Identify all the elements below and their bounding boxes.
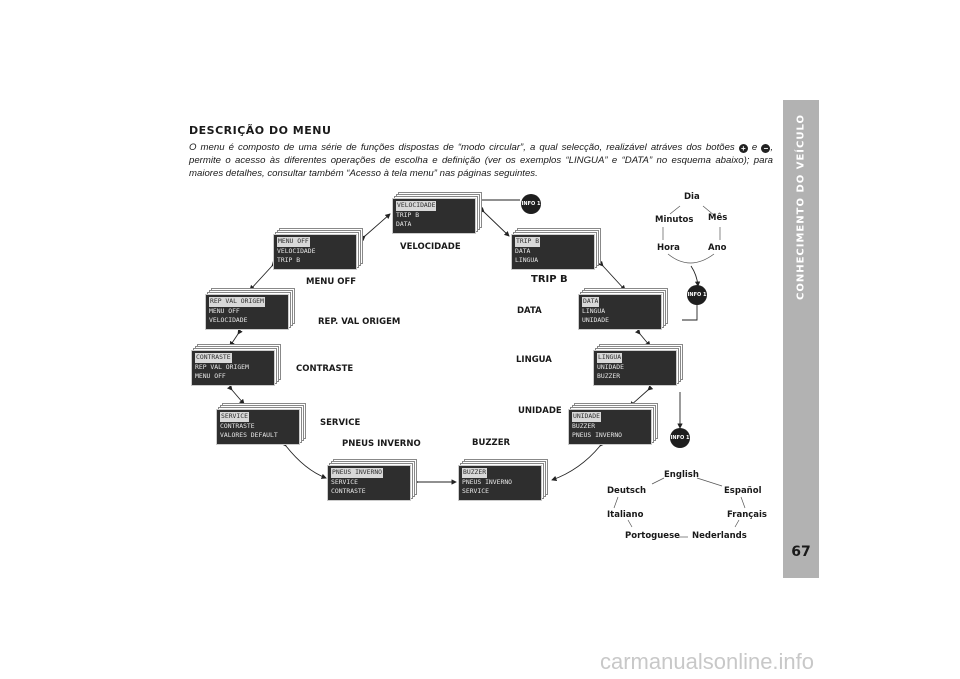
screen-line: VELOCIDADE bbox=[277, 246, 316, 255]
language-francais: Français bbox=[727, 510, 767, 520]
screen-line: MENU OFF bbox=[195, 372, 226, 380]
screen-line-selected: TRIP B bbox=[515, 237, 541, 247]
screen-trip-b: TRIP B DATA LINGUA bbox=[511, 228, 601, 270]
screen-line: UNIDADE bbox=[582, 316, 609, 324]
date-cycle-hora: Hora bbox=[657, 243, 680, 253]
screen-line: VALORES DEFAULT bbox=[220, 431, 278, 439]
minus-button-icon: − bbox=[761, 144, 771, 153]
screen-service: SERVICE CONTRASTE VALORES DEFAULT bbox=[216, 403, 306, 445]
screen-line-selected: LINGUA bbox=[597, 353, 623, 363]
screen-line-selected: SERVICE bbox=[220, 412, 249, 422]
screen-line-selected: BUZZER bbox=[462, 468, 488, 478]
screen-line: SERVICE bbox=[331, 477, 358, 486]
screen-pneus-inverno: PNEUS INVERNO SERVICE CONTRASTE bbox=[327, 459, 417, 501]
sidebar-tab: CONHECIMENTO DO VEÍCULO 67 bbox=[783, 100, 819, 578]
screen-line: CONTRASTE bbox=[331, 487, 366, 495]
info-button-icon: INFO 1 bbox=[687, 285, 707, 305]
screen-line-selected: VELOCIDADE bbox=[396, 201, 437, 211]
screen-data: DATA LINGUA UNIDADE bbox=[578, 288, 668, 330]
label-unidade: UNIDADE bbox=[518, 406, 562, 416]
screen-rep-val-origem: REP VAL ORIGEM MENU OFF VELOCIDADE bbox=[205, 288, 295, 330]
label-velocidade: VELOCIDADE bbox=[400, 242, 461, 252]
section-heading: DESCRIÇÃO DO MENU bbox=[189, 124, 332, 137]
screen-line: UNIDADE bbox=[597, 362, 624, 371]
date-cycle-mes: Mês bbox=[708, 213, 728, 223]
screen-line-selected: REP VAL ORIGEM bbox=[209, 297, 265, 307]
screen-line: MENU OFF bbox=[209, 306, 240, 315]
language-espanol: Español bbox=[724, 486, 762, 496]
screen-line: DATA bbox=[396, 220, 412, 228]
screen-line: PNEUS INVERNO bbox=[572, 431, 623, 439]
screen-buzzer: BUZZER PNEUS INVERNO SERVICE bbox=[458, 459, 548, 501]
watermark: carmanualsonline.info bbox=[600, 649, 815, 674]
page-number: 67 bbox=[791, 544, 811, 560]
screen-line: LINGUA bbox=[515, 256, 539, 264]
label-pneus-inverno: PNEUS INVERNO bbox=[342, 439, 421, 449]
intro-text-part1: O menu é composto de uma série de funçõe… bbox=[189, 142, 735, 153]
language-portoguese: Portoguese bbox=[625, 531, 680, 541]
label-rep-val-origem: REP. VAL ORIGEM bbox=[318, 317, 401, 327]
screen-line: CONTRASTE bbox=[220, 421, 255, 430]
intro-and: e bbox=[751, 142, 758, 153]
screen-contraste: CONTRASTE REP VAL ORIGEM MENU OFF bbox=[191, 344, 281, 386]
screen-line: BUZZER bbox=[572, 421, 596, 430]
language-english: English bbox=[664, 470, 699, 480]
date-cycle-minutos: Minutos bbox=[655, 215, 694, 225]
screen-line: REP VAL ORIGEM bbox=[195, 362, 249, 371]
screen-line-selected: MENU OFF bbox=[277, 237, 310, 247]
language-nederlands: Nederlands bbox=[692, 531, 747, 541]
screen-line: LINGUA bbox=[582, 306, 606, 315]
screen-unidade: UNIDADE BUZZER PNEUS INVERNO bbox=[568, 403, 658, 445]
screen-velocidade: VELOCIDADE TRIP B DATA bbox=[392, 192, 482, 234]
screen-line-selected: UNIDADE bbox=[572, 412, 601, 422]
intro-text-part2: , permite o acesso às diferentes operaçõ… bbox=[189, 142, 774, 179]
date-cycle-ano: Ano bbox=[708, 243, 727, 253]
language-italiano: Italiano bbox=[607, 510, 644, 520]
screen-line: SERVICE bbox=[462, 487, 489, 495]
intro-paragraph: O menu é composto de uma série de funçõe… bbox=[189, 141, 773, 180]
info-button-icon: INFO 1 bbox=[670, 428, 690, 448]
label-buzzer: BUZZER bbox=[472, 438, 511, 448]
screen-line: VELOCIDADE bbox=[209, 316, 248, 324]
label-service: SERVICE bbox=[320, 418, 361, 428]
label-lingua: LINGUA bbox=[516, 355, 552, 365]
screen-line-selected: DATA bbox=[582, 297, 600, 307]
screen-line: PNEUS INVERNO bbox=[462, 477, 513, 486]
label-menu-off: MENU OFF bbox=[306, 277, 357, 287]
label-contraste: CONTRASTE bbox=[296, 364, 354, 374]
screen-menu-off: MENU OFF VELOCIDADE TRIP B bbox=[273, 228, 363, 270]
date-cycle-dia: Dia bbox=[684, 192, 700, 202]
label-data: DATA bbox=[517, 306, 542, 316]
screen-line: BUZZER bbox=[597, 372, 621, 380]
screen-lingua: LINGUA UNIDADE BUZZER bbox=[593, 344, 683, 386]
language-deutsch: Deutsch bbox=[607, 486, 647, 496]
plus-button-icon: + bbox=[738, 144, 748, 153]
screen-line-selected: PNEUS INVERNO bbox=[331, 468, 384, 478]
screen-line: DATA bbox=[515, 246, 531, 255]
label-trip-b: TRIP B bbox=[531, 274, 568, 285]
screen-line-selected: CONTRASTE bbox=[195, 353, 232, 363]
screen-line: TRIP B bbox=[277, 256, 301, 264]
info-button-icon: INFO 1 bbox=[521, 194, 541, 214]
screen-line: TRIP B bbox=[396, 210, 420, 219]
